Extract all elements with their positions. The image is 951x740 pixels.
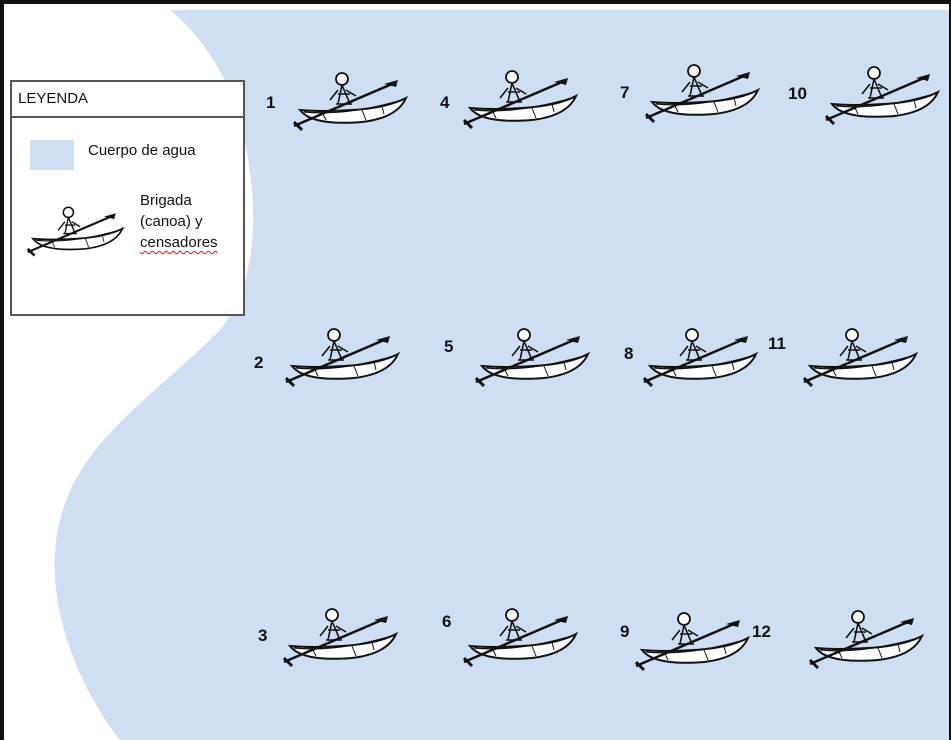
canoe-number: 12	[752, 622, 771, 641]
canoe-number: 10	[788, 84, 807, 103]
legend-brigade-line2: (canoa) y	[140, 213, 203, 230]
legend: LEYENDA Cuerpo de agua Brigada (canoa) y…	[10, 80, 245, 316]
canoe-icon	[282, 607, 398, 668]
canoe-icon	[284, 327, 400, 388]
canoe-number: 7	[620, 83, 630, 102]
legend-water-label: Cuerpo de agua	[88, 142, 196, 159]
legend-brigade-line3: censadores	[140, 234, 218, 251]
canoe-icon	[644, 63, 760, 124]
canoe-number: 11	[768, 334, 786, 353]
water-swatch	[30, 140, 74, 170]
canoe-icon	[808, 609, 924, 670]
canoe-number: 2	[254, 353, 264, 372]
canoe-icon	[642, 327, 758, 388]
canoe-icon	[824, 65, 940, 126]
canoe-icon	[292, 71, 408, 132]
canoe-icon	[462, 69, 578, 130]
canoe-number: 5	[444, 337, 454, 356]
canoe-icon	[26, 205, 124, 257]
canoe-number: 9	[620, 622, 630, 641]
canoe-icon	[634, 611, 750, 672]
canoe-icon	[474, 327, 590, 388]
legend-title: LEYENDA	[12, 82, 243, 118]
canoe-number: 8	[624, 344, 634, 363]
canoe-icon	[802, 327, 918, 388]
legend-brigade-label: Brigada (canoa) y censadores	[140, 190, 218, 253]
canoe-icon	[462, 607, 578, 668]
canoe-number: 6	[442, 612, 452, 631]
canoe-number: 1	[266, 93, 276, 112]
canoe-number: 4	[440, 93, 450, 112]
canoe-number: 3	[258, 626, 268, 645]
legend-brigade-line1: Brigada	[140, 192, 192, 209]
